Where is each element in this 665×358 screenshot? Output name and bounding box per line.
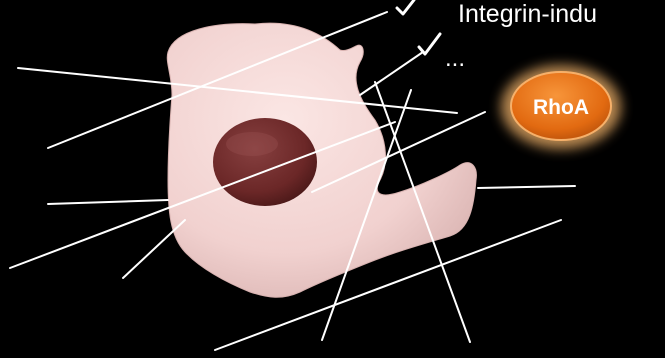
nucleus bbox=[213, 118, 317, 206]
bullet-ellipsis: ... bbox=[445, 45, 465, 72]
nucleus-highlight bbox=[226, 132, 278, 156]
rhoa-badge: RhoA bbox=[501, 65, 621, 149]
rhoa-label: RhoA bbox=[533, 96, 589, 119]
bullet-text: Integrin-indu bbox=[458, 0, 597, 28]
